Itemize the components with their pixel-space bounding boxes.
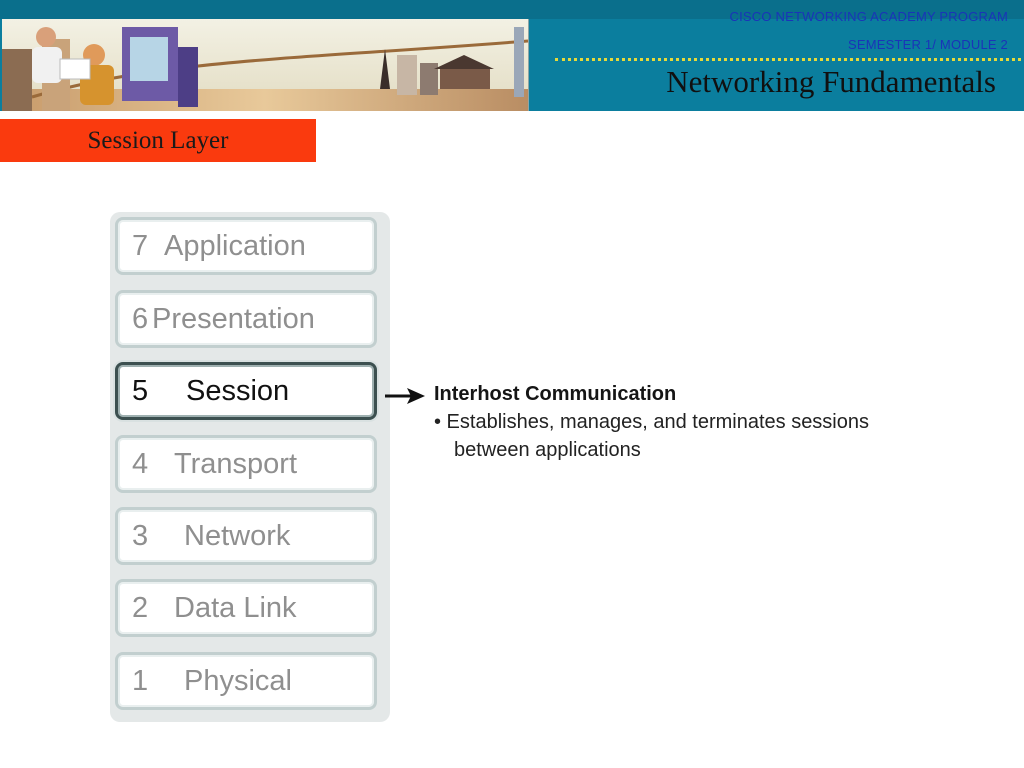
layer-name: Transport (174, 448, 298, 480)
banner-illustration (2, 19, 528, 111)
header-top-stripe (0, 0, 1024, 19)
annotation-bullet: • Establishes, manages, and terminates s… (434, 411, 869, 433)
osi-layer-2: 2 Data Link (115, 579, 377, 637)
layer-name: Data Link (174, 592, 297, 624)
osi-layer-6: 6 Presentation (115, 290, 377, 348)
header-bar: CISCO NETWORKING ACADEMY PROGRAM SEMESTE… (0, 0, 1024, 111)
semester-module: SEMESTER 1/ MODULE 2 (847, 37, 1008, 52)
layer-name: Session (186, 375, 290, 407)
header-banner-image (2, 19, 529, 111)
osi-layer-3: 3 Network (115, 507, 377, 565)
annotation-title: Interhost Communication (434, 383, 677, 405)
layer-number: 6 (132, 303, 149, 335)
osi-layer-7: 7 Application (115, 217, 377, 275)
layer-number: 5 (132, 375, 149, 407)
osi-layer-4: 4 Transport (115, 435, 377, 493)
course-title: Networking Fundamentals (666, 64, 996, 99)
right-arrow-icon (385, 388, 425, 404)
layer-name: Network (184, 520, 291, 552)
osi-layer-1: 1 Physical (115, 652, 377, 710)
layer-number: 7 (132, 230, 149, 262)
section-title: Session Layer (87, 126, 229, 154)
layer-name: Application (164, 230, 306, 262)
section-title-tag: Session Layer (0, 119, 316, 162)
layer-number: 4 (132, 448, 149, 480)
program-name: CISCO NETWORKING ACADEMY PROGRAM (729, 9, 1008, 24)
osi-layer-5-highlighted: 5 Session (115, 362, 377, 420)
header-dotted-divider (555, 58, 1021, 61)
layer-name: Presentation (152, 303, 315, 335)
layer-number: 1 (132, 665, 149, 697)
layer-number: 3 (132, 520, 149, 552)
annotation-bullet-continuation: between applications (454, 439, 641, 461)
layer-name: Physical (184, 665, 292, 697)
layer-number: 2 (132, 592, 149, 624)
osi-layer-stack: 7 Application 6 Presentation 5 Session 4… (110, 212, 390, 722)
